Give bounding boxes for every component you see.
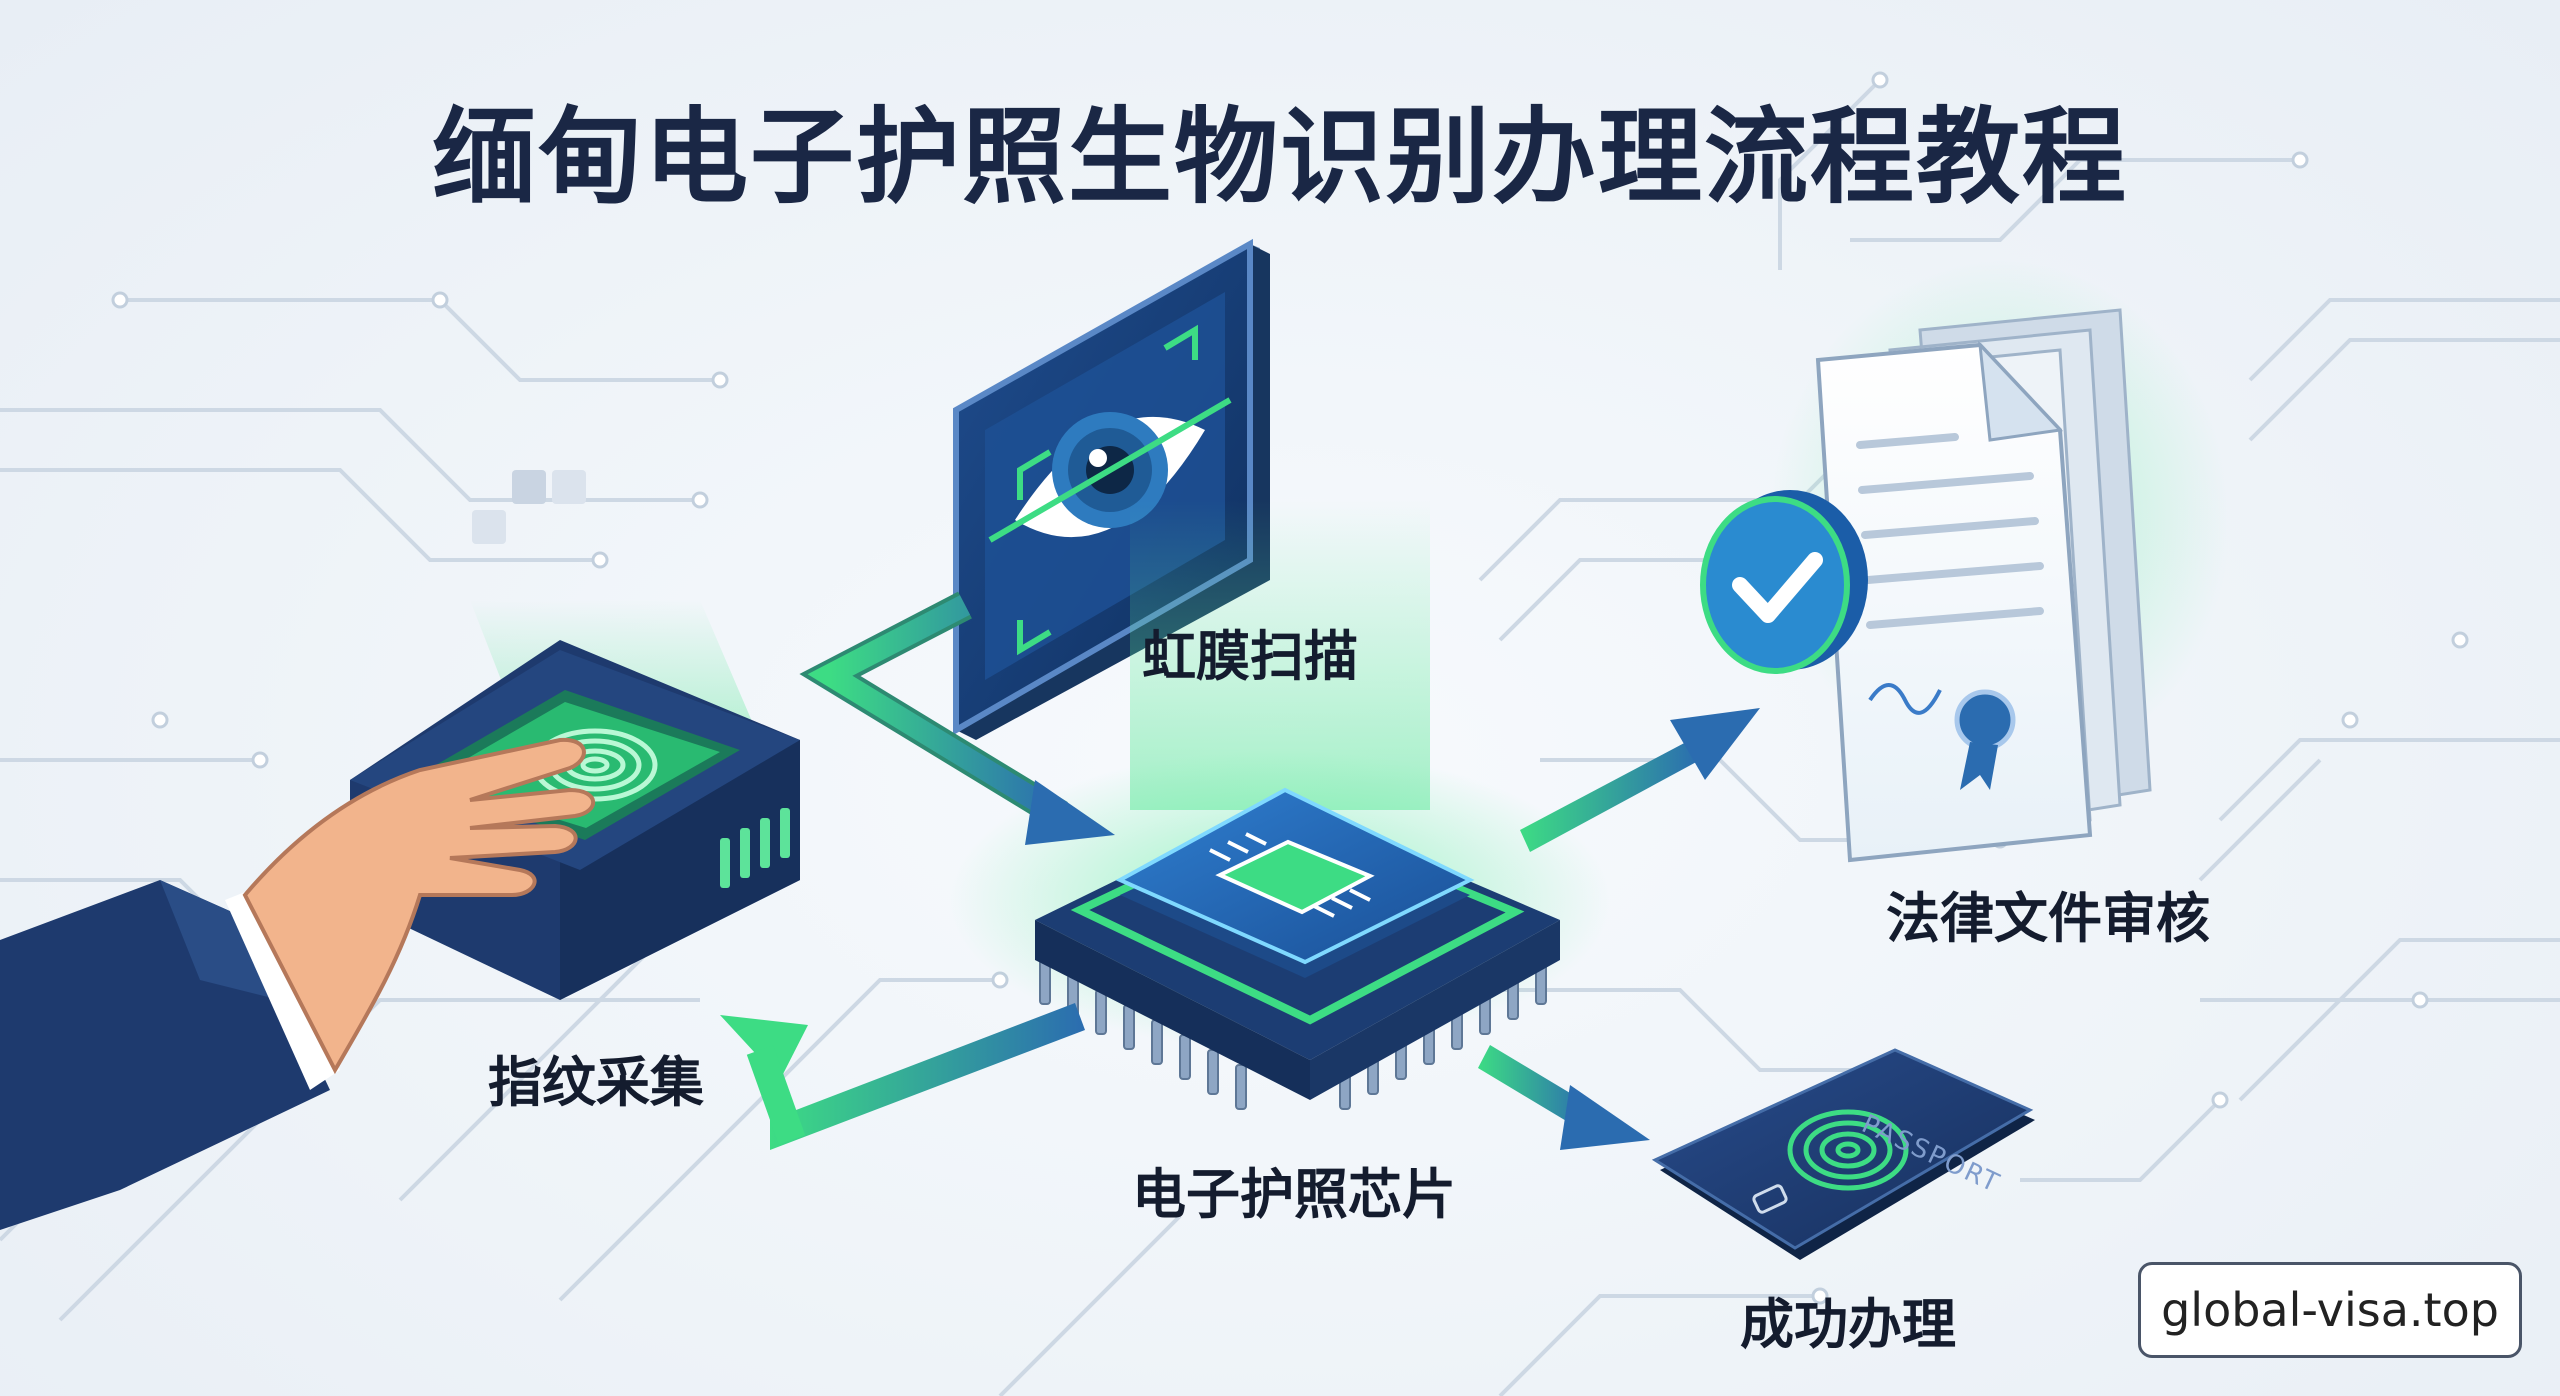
passport-book: [1651, 1048, 2035, 1260]
circuit-traces: [0, 78, 2560, 1396]
hand-sleeve: [0, 737, 596, 1230]
passport-word: PASSPORT: [1857, 1109, 2005, 1190]
arrow-chip-to-passport: [1478, 1045, 1650, 1150]
step-label-chip: 电子护照芯片: [1132, 1163, 1456, 1226]
step-label-iris: 虹膜扫描: [1142, 625, 1358, 688]
watermark-link[interactable]: global-visa.top: [2138, 1262, 2522, 1358]
iris-monitor: [953, 238, 1270, 740]
passport-text: PASSPORT: [1857, 1109, 2005, 1190]
decor-squares: [472, 470, 586, 544]
legal-documents: [1700, 260, 2230, 863]
arrow-iris-to-chip: [799, 591, 1115, 845]
chip-body: [1035, 787, 1560, 1100]
step-label-success: 成功办理: [1740, 1293, 1956, 1356]
step-label-fingerprint: 指纹采集: [488, 1051, 704, 1114]
step-label-legal: 法律文件审核: [1886, 887, 2210, 950]
arrow-chip-to-legal: [1520, 708, 1760, 852]
page-title: 缅甸电子护照生物识别办理流程教程: [431, 96, 2128, 218]
arrow-chip-to-finger: [720, 1003, 1085, 1150]
